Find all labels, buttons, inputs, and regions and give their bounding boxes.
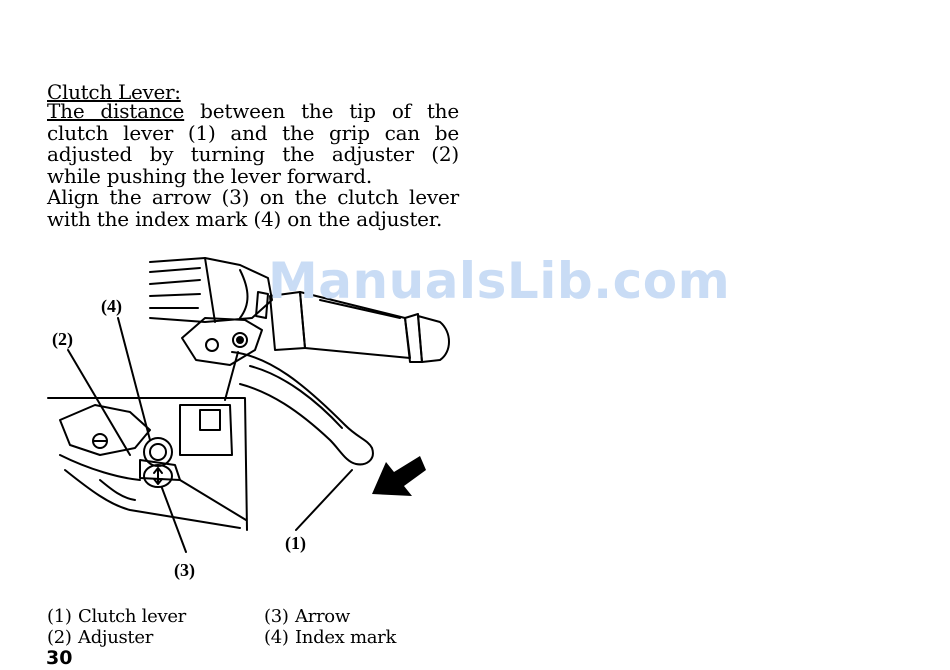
legend-label: Clutch lever [78,606,186,627]
paragraph-adjustment: The distance between the tip of the clut… [47,99,459,188]
callout-clutch-lever: (1) [285,533,306,553]
detail-inset [47,397,248,531]
push-direction-arrow [372,456,426,496]
legend-number: (1) [47,606,72,627]
legend-number: (4) [264,627,289,648]
legend-item: (4) Index mark [264,627,396,648]
legend-label: Arrow [295,606,350,627]
legend-item: (3) Arrow [264,606,350,627]
section-heading: Clutch Lever: [47,80,181,104]
lever-blade [231,351,374,466]
paragraph-alignment: Align the arrow (3) on the clutch lever … [47,185,459,231]
legend-item: (1) Clutch lever [47,606,186,627]
body-text: The distance between the tip of the clut… [47,99,459,231]
callout-arrow: (3) [174,560,195,580]
page-number: 30 [46,647,73,669]
watermark: ManualsLib.com [268,252,731,310]
legend-number: (2) [47,627,72,648]
legend-label: Adjuster [78,627,154,648]
paragraph-lead: The distance [47,99,185,123]
callout-index-mark: (4) [101,296,122,316]
legend-number: (3) [264,606,289,627]
legend-label: Index mark [295,627,397,648]
paragraph-body: between the tip of the clutch lever (1) … [47,99,459,188]
handlebar-housing [149,257,273,323]
legend-item: (2) Adjuster [47,627,153,648]
callout-adjuster: (2) [52,329,73,349]
lever-bracket [181,317,263,366]
handle-grip [269,291,450,363]
